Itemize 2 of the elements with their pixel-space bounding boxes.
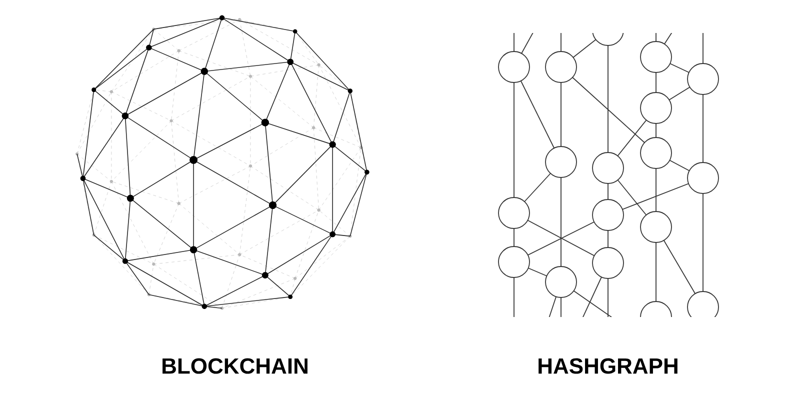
drawing-caption: BLOCKCHAIN: [162, 358, 308, 374]
drawing-caption: HASHGRAPH: [538, 358, 678, 374]
